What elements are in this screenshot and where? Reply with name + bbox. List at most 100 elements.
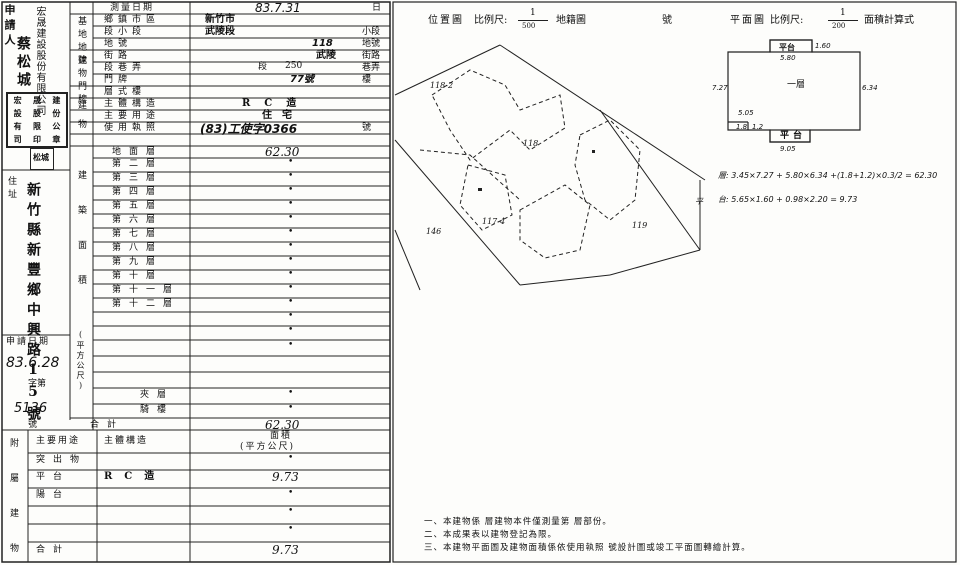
seal-char: 股 — [32, 108, 41, 118]
dim-small-1: 1.8 — [736, 123, 748, 131]
annex-area: • — [288, 524, 294, 534]
row-value: RC造 — [242, 98, 311, 109]
row-label: 地號 — [104, 39, 133, 49]
area-calc-label: 面積計算式 — [864, 15, 914, 26]
row-value: 武陵 — [316, 50, 336, 61]
annex-area: • — [288, 453, 294, 463]
floor-label: 第九層 — [112, 257, 164, 267]
annex-area: 9.73 — [272, 543, 299, 557]
seal-char: 章 — [52, 134, 61, 144]
floor-label: 第三層 — [112, 173, 164, 183]
annex-area: • — [288, 506, 294, 516]
row-label: 使用執照 — [104, 123, 161, 133]
annex-header-struct: 主體構造 — [104, 436, 149, 446]
floor-area-value: 62.30 — [265, 145, 300, 159]
location-sheet-tail: 號 — [662, 15, 672, 26]
row-value: 77號 — [290, 74, 314, 85]
note-line: 一、本建物係 層建物本件僅測量第 層部份。 — [424, 517, 612, 527]
floor-area-value: • — [288, 213, 294, 223]
floor-plan-scale-label: 比例尺: — [770, 15, 804, 26]
applicant-person: 蔡松城 — [15, 36, 31, 90]
floor-label: 第十二層 — [112, 299, 181, 309]
floor-area-value: • — [288, 388, 294, 398]
row-tail: 地號 — [362, 39, 381, 49]
location-scale-num: 1 — [530, 8, 536, 18]
floor-label: 第十層 — [112, 271, 164, 281]
seal-char: 印 — [32, 134, 41, 144]
survey-date-tail: 日 — [372, 3, 382, 13]
row-value: 武陵段 — [205, 26, 235, 37]
floor-label: 第七層 — [112, 229, 164, 239]
row-label: 門牌 — [104, 75, 133, 85]
row-label: 層式樓 — [104, 87, 147, 97]
seal-char: 限 — [32, 121, 41, 131]
application-date: 83.6.28 — [6, 355, 60, 371]
note-line: 三、本建物平面圖及建物面積係依使用執照 號設計圖或竣工平面圖轉繪計算。 — [424, 543, 751, 553]
side-label-base-land: 基地地號 — [76, 16, 86, 68]
annex-use: 突出物 — [36, 455, 88, 465]
floor-area-value: • — [288, 403, 294, 413]
row-label: 鄉鎮市區 — [104, 15, 161, 25]
floor-plan-room-bottom: 平台 — [780, 131, 807, 141]
row-tail: 號 — [362, 123, 372, 133]
floor-label: 第六層 — [112, 215, 164, 225]
side-label-unit: (平方公尺) — [76, 330, 85, 392]
row-label: 街路 — [104, 51, 133, 61]
floor-plan-scale-num: 1 — [840, 8, 846, 18]
seal-char: 晟 — [32, 95, 41, 105]
floor-plan-title: 平面圖 — [730, 15, 766, 26]
floor-area-value: • — [288, 255, 294, 265]
annex-struct: RC造 — [104, 471, 167, 482]
side-label-building: 建物 — [76, 100, 86, 138]
floor-area-value: • — [288, 269, 294, 279]
row-label: 主要用途 — [104, 111, 161, 121]
floor-label: 第四層 — [112, 187, 164, 197]
applicant-company: 宏晟建設股份有限公司 — [34, 6, 45, 116]
row-tail: 樓 — [362, 75, 372, 85]
seal-char: 設 — [13, 108, 22, 118]
parcel-label: 117-4 — [482, 217, 506, 226]
floor-area-value: 62.30 — [265, 418, 300, 432]
dim-top: 5.80 — [780, 54, 796, 62]
location-map-drawing — [394, 44, 706, 291]
row-label: 段巷弄 — [104, 63, 147, 73]
dim-right: 6.34 — [862, 84, 878, 92]
side-label-building-door: 建物門牌 — [76, 55, 86, 107]
floor-area-value: • — [288, 227, 294, 237]
applicant-label: 申請人 — [3, 4, 16, 49]
floor-label: 第八層 — [112, 243, 164, 253]
area-formula-platform: 台: 5.65×1.60 + 0.98×2.20 = 9.73 — [718, 195, 858, 204]
form-grid-lines — [1, 1, 957, 563]
annex-area: 9.73 — [272, 470, 299, 484]
floor-label: 夾層 — [140, 390, 175, 400]
parcel-label: 146 — [426, 227, 442, 236]
dim-bottom: 9.05 — [780, 145, 796, 153]
dim-left: 7.27 — [712, 84, 728, 92]
floor-area-value: • — [288, 171, 294, 181]
floor-area-value: • — [288, 311, 294, 321]
floor-label: 地面層 — [112, 147, 164, 157]
annex-use: 合計 — [36, 545, 71, 555]
parcel-label: 平 — [695, 197, 703, 206]
personal-seal-stamp: 松城 — [30, 148, 54, 170]
floor-label: 第五層 — [112, 201, 164, 211]
parcel-label: 118-2 — [430, 81, 454, 90]
row-tail: 小段 — [362, 27, 381, 37]
row-value: 住宅 — [262, 110, 302, 121]
company-seal-stamp: 宏晟建設股份有限公司印章 — [6, 92, 68, 148]
floor-label: 騎樓 — [140, 405, 175, 415]
seal-char: 有 — [13, 121, 22, 131]
row-label: 主體構造 — [104, 99, 161, 109]
side-label-annex: 附屬建物 — [8, 438, 18, 578]
row-value-2: 250 — [285, 61, 303, 71]
seal-char: 份 — [52, 108, 61, 118]
address-text: 新竹縣新豐鄉中興路15號 — [25, 182, 41, 426]
row-label: 段小段 — [104, 27, 147, 37]
floor-area-value: • — [288, 199, 294, 209]
annex-use: 平台 — [36, 472, 71, 482]
dim-top-width: 1.60 — [815, 42, 831, 50]
seal-char: 宏 — [13, 95, 22, 105]
floor-area-value: • — [288, 340, 294, 350]
row-value: 118 — [312, 38, 333, 49]
